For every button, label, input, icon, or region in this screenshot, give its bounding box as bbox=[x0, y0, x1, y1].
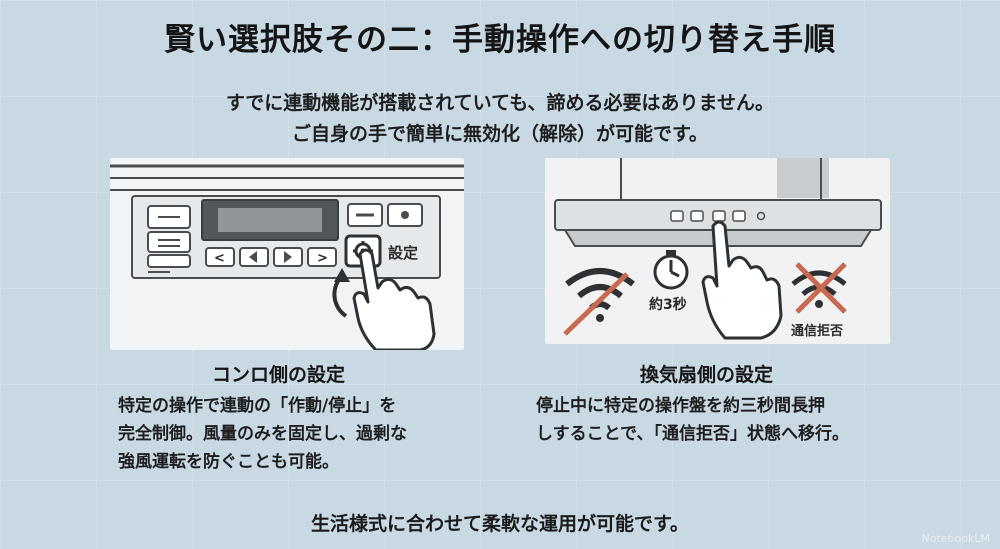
left-section-heading: コンロ側の設定 bbox=[212, 364, 346, 386]
cross-icon bbox=[795, 262, 847, 314]
cross-icon bbox=[563, 272, 629, 336]
stove-panel-illustration: < > 設定 bbox=[110, 158, 464, 350]
stove-panel-drawing: < > bbox=[110, 164, 464, 350]
right-body-line: しすることで、「通信拒否」状態へ移行。 bbox=[536, 424, 849, 444]
blocked-label: 通信拒否 bbox=[791, 324, 844, 339]
intro-line-1: すでに連動機能が搭載されていても、諦める必要はありません。 bbox=[226, 92, 774, 114]
left-body-line: 強風運転を防ぐことも可能。 bbox=[118, 452, 339, 472]
right-section-body: 停止中に特定の操作盤を約三秒間長押 しすることで、「通信拒否」状態へ移行。 bbox=[536, 392, 849, 448]
range-hood-drawing bbox=[554, 158, 882, 340]
right-section-heading: 換気扇側の設定 bbox=[640, 364, 774, 386]
intro-text: すでに連動機能が搭載されていても、諦める必要はありません。 ご自身の手で簡単に無… bbox=[0, 88, 1000, 150]
svg-text:<: < bbox=[214, 251, 225, 266]
hand-pointer-icon bbox=[352, 248, 436, 350]
left-body-line: 特定の操作で連動の「作動/停止」を bbox=[118, 396, 397, 416]
settings-button-label: 設定 bbox=[388, 244, 419, 262]
left-section-body: 特定の操作で連動の「作動/停止」を 完全制御。風量のみを固定し、過剰な 強風運転… bbox=[118, 392, 407, 476]
left-body-line: 完全制御。風量のみを固定し、過剰な bbox=[118, 424, 407, 444]
footer-text: 生活様式に合わせて柔軟な運用が可能です。 bbox=[310, 513, 690, 535]
timer-label: 約3秒 bbox=[649, 297, 687, 313]
watermark: NotebookLM bbox=[921, 532, 990, 545]
hand-pointer-icon bbox=[701, 220, 783, 340]
range-hood-illustration: 約3秒 通信拒否 bbox=[545, 158, 890, 344]
stopwatch-icon bbox=[653, 250, 689, 290]
intro-line-2: ご自身の手で簡単に無効化（解除）が可能です。 bbox=[291, 123, 709, 145]
page-title: 賢い選択肢その二：手動操作への切り替え手順 bbox=[164, 22, 836, 58]
svg-text:>: > bbox=[317, 251, 328, 266]
rotate-arrow-icon bbox=[332, 268, 350, 318]
right-body-line: 停止中に特定の操作盤を約三秒間長押 bbox=[536, 396, 825, 416]
